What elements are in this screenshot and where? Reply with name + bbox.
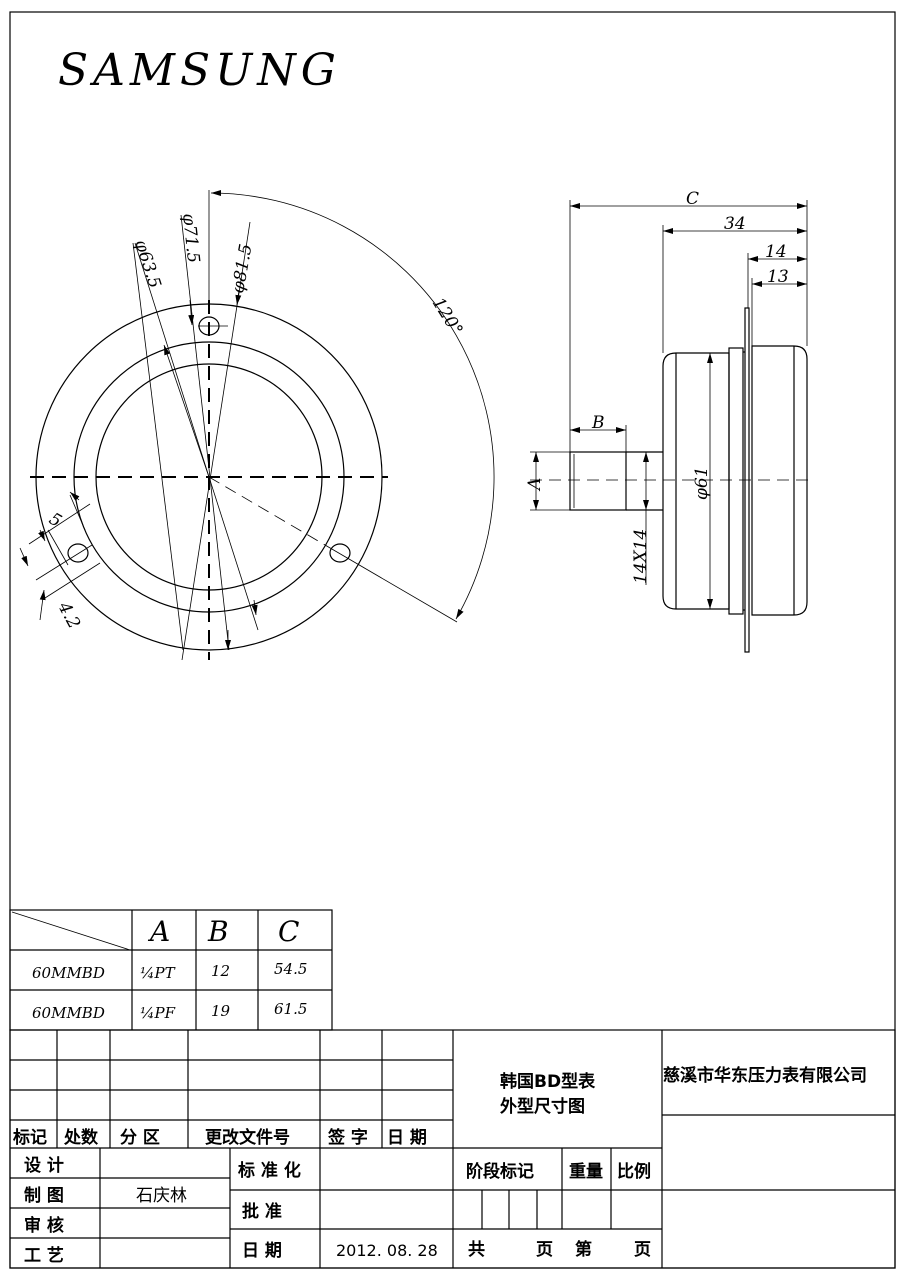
role-process: 工 艺 bbox=[24, 1245, 64, 1266]
drawing-title-line2: 外型尺寸图 bbox=[500, 1096, 585, 1117]
header-A: A bbox=[147, 915, 170, 948]
row1-model: 60MMBD bbox=[32, 964, 105, 982]
standardization-label: 标 准 化 bbox=[238, 1160, 301, 1181]
sheet-label: 第 bbox=[575, 1239, 592, 1260]
spec-table: A B C 60MMBD ¼PT 12 54.5 60MMBD ¼PF 19 6… bbox=[9, 909, 333, 1031]
side-view: C 34 14 13 A B 14X14 φ61 bbox=[525, 189, 812, 653]
rev-header-zone: 分 区 bbox=[120, 1128, 160, 1148]
row1-a: ¼PT bbox=[140, 964, 176, 982]
page-label-2: 页 bbox=[634, 1240, 651, 1260]
drawing-title-line1: 韩国BD型表 bbox=[500, 1071, 596, 1092]
role-draw: 制 图 bbox=[24, 1185, 64, 1206]
total-label: 共 bbox=[468, 1240, 485, 1260]
rev-header-count: 处数 bbox=[63, 1127, 99, 1148]
row2-b: 19 bbox=[211, 1002, 231, 1020]
stage-mark-label: 阶段标记 bbox=[466, 1161, 534, 1182]
samsung-logo: SAMSUNG bbox=[58, 45, 341, 96]
role-check: 审 核 bbox=[24, 1215, 64, 1236]
row2-a: ¼PF bbox=[140, 1004, 176, 1022]
page-label: 页 bbox=[536, 1240, 553, 1260]
rev-header-date: 日 期 bbox=[387, 1128, 427, 1148]
dim-B: B bbox=[591, 413, 605, 433]
dim-13: 13 bbox=[767, 267, 789, 287]
row1-b: 12 bbox=[211, 962, 230, 980]
case-ring bbox=[728, 347, 744, 615]
date-label: 日 期 bbox=[242, 1241, 282, 1261]
dim-14x14: 14X14 bbox=[631, 529, 651, 584]
rev-header-docno: 更改文件号 bbox=[205, 1127, 290, 1148]
case-back bbox=[751, 345, 808, 616]
dim-C: C bbox=[686, 189, 699, 209]
dim-A: A bbox=[525, 478, 545, 492]
dim-4-2: 4.2 bbox=[53, 598, 84, 632]
date-value: 2012. 08. 28 bbox=[336, 1241, 438, 1260]
dim-phi81-5: φ81.5 bbox=[228, 242, 256, 294]
row2-model: 60MMBD bbox=[32, 1004, 105, 1022]
approval-label: 批 准 bbox=[242, 1201, 282, 1222]
rev-header-sign: 签 字 bbox=[327, 1127, 368, 1148]
row1-c: 54.5 bbox=[274, 960, 307, 978]
drafter-name: 石庆林 bbox=[136, 1186, 187, 1206]
title-block: 标记 处数 分 区 更改文件号 签 字 日 期 设 计 制 图 审 核 工 艺 … bbox=[9, 1029, 896, 1269]
rev-header-mark: 标记 bbox=[13, 1127, 47, 1148]
dim-5: 5 bbox=[46, 509, 65, 532]
dim-14: 14 bbox=[765, 242, 787, 262]
header-C: C bbox=[278, 915, 299, 948]
role-design: 设 计 bbox=[24, 1155, 64, 1176]
dim-phi61: φ61 bbox=[692, 466, 712, 500]
thread-connection bbox=[569, 451, 627, 511]
mounting-hole-left bbox=[67, 543, 89, 563]
mounting-hole-right bbox=[329, 543, 351, 563]
row2-c: 61.5 bbox=[274, 1000, 307, 1018]
scale-label: 比例 bbox=[617, 1161, 651, 1182]
weight-label: 重量 bbox=[569, 1161, 603, 1182]
header-B: B bbox=[207, 915, 229, 948]
dim-34: 34 bbox=[724, 214, 746, 234]
dim-phi71-5: φ71.5 bbox=[178, 212, 203, 264]
dim-120-deg: 120° bbox=[428, 294, 467, 339]
angle-arc-120 bbox=[210, 190, 495, 620]
front-view: φ63.5 φ71.5 φ81.5 120° 5 4.2 bbox=[19, 190, 495, 661]
company-name: 慈溪市华东压力表有限公司 bbox=[663, 1065, 867, 1086]
